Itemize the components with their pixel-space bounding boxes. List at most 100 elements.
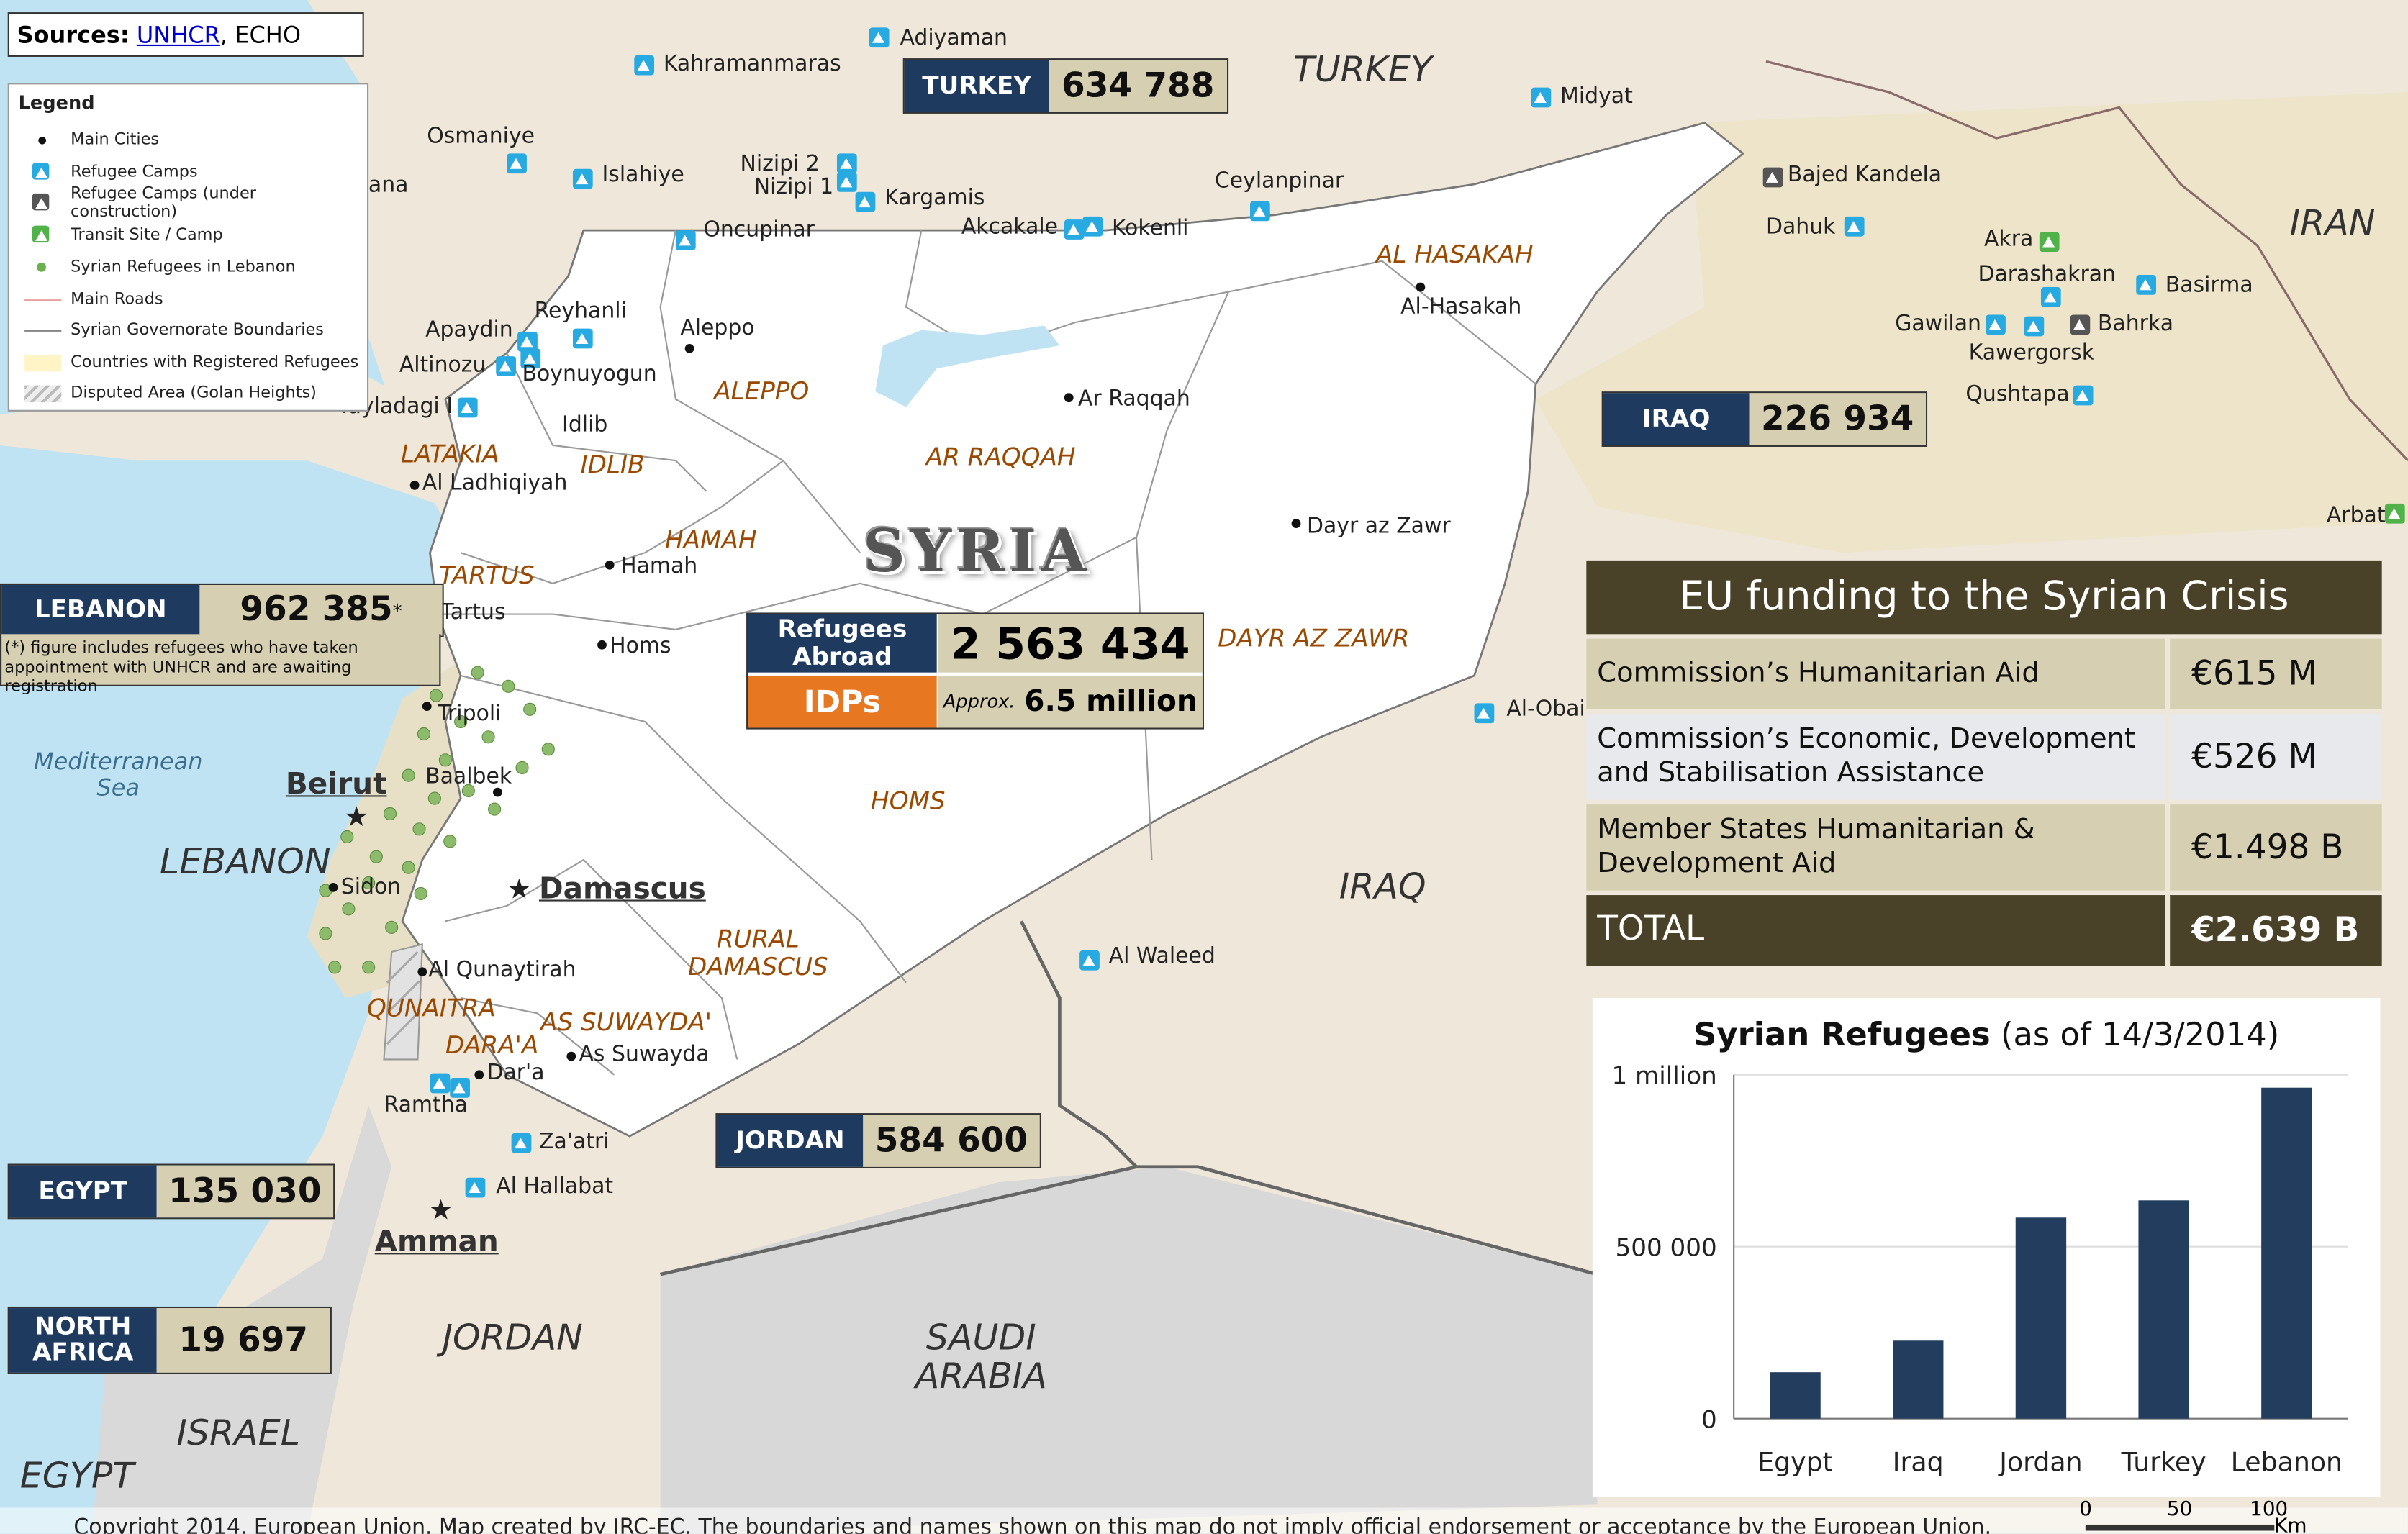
chart-subtitle: (as of 14/3/2014) bbox=[2000, 1016, 2280, 1053]
city-gawilan: Gawilan bbox=[1895, 312, 1981, 337]
country-label-iran: IRAN bbox=[2289, 204, 2376, 245]
refugee-camp-icon bbox=[2073, 385, 2094, 406]
refugee-camp-icon bbox=[1986, 314, 2006, 335]
city-ar-raqqah: Ar Raqqah bbox=[1077, 386, 1190, 412]
lebanon-refugee-box: LEBANON 962 385* bbox=[0, 583, 444, 637]
city-oncupinar: Oncupinar bbox=[703, 218, 815, 243]
city-basirma: Basirma bbox=[2165, 273, 2253, 298]
legend-label: Refugee Camps (under construction) bbox=[71, 184, 256, 222]
city-al-ladhiqiyah: Al Ladhiqiyah bbox=[422, 471, 568, 496]
city-al-hasakah: Al-Hasakah bbox=[1400, 294, 1522, 319]
refugee-camp-icon bbox=[1474, 703, 1495, 724]
refugee-camp-icon bbox=[855, 191, 876, 212]
turkey-name: TURKEY bbox=[904, 60, 1049, 112]
city-dot bbox=[409, 480, 420, 490]
syria-label: SYRIA bbox=[863, 515, 1091, 586]
legend-label: Transit Site / Camp bbox=[71, 225, 223, 245]
city-as-suwayda: As Suwayda bbox=[579, 1042, 710, 1068]
funding-row-value: €526 M bbox=[2170, 714, 2382, 800]
x-tick-label: Lebanon bbox=[2231, 1446, 2343, 1477]
camp-under-construction-icon bbox=[1762, 167, 1783, 188]
city-baalbek: Baalbek bbox=[425, 764, 512, 789]
bar-turkey bbox=[2138, 1200, 2189, 1419]
scale-bar-line bbox=[2085, 1524, 2275, 1531]
refugee-camp-icon bbox=[675, 230, 696, 250]
funding-row-label: Commission’s Economic, Development and S… bbox=[1586, 714, 2165, 800]
lebanon-value-wrap: 962 385* bbox=[199, 585, 443, 636]
city-akcakale: Akcakale bbox=[961, 214, 1059, 240]
eu-funding-table: EU funding to the Syrian Crisis Commissi… bbox=[1586, 560, 2382, 966]
idps-value: 6.5 million bbox=[1024, 684, 1198, 719]
unhcr-link[interactable]: UNHCR bbox=[136, 20, 220, 49]
city-bajed-kandela: Bajed Kandela bbox=[1787, 163, 1942, 188]
scale-tick-0: 0 bbox=[2079, 1498, 2092, 1522]
refugee-camp-icon bbox=[634, 55, 655, 76]
legend: Legend Main Cities Refugee Camps Refugee… bbox=[7, 83, 369, 412]
city-sidon: Sidon bbox=[340, 875, 402, 900]
funding-total-row: TOTAL €2.639 B bbox=[1586, 895, 2382, 966]
city-al-hallabat: Al Hallabat bbox=[496, 1174, 614, 1199]
refugee-camp-icon bbox=[517, 331, 538, 352]
jordan-value: 584 600 bbox=[863, 1115, 1040, 1167]
city-daraa: Dar'a bbox=[486, 1061, 545, 1086]
idps-value-cell: Approx. 6.5 million bbox=[938, 675, 1203, 728]
city-homs: Homs bbox=[610, 634, 671, 659]
country-label-saudi: SAUDI ARABIA bbox=[915, 1319, 1047, 1398]
city-dahuk: Dahuk bbox=[1765, 214, 1836, 240]
capital-beirut: Beirut bbox=[285, 767, 387, 802]
x-tick-label: Egypt bbox=[1757, 1446, 1833, 1477]
city-adiyaman: Adiyaman bbox=[900, 26, 1008, 51]
country-label-egypt: EGYPT bbox=[19, 1457, 135, 1497]
legend-row-registered: Countries with Registered Refugees bbox=[24, 352, 358, 373]
jordan-refugee-box: JORDAN 584 600 bbox=[715, 1113, 1041, 1168]
lebanon-name: LEBANON bbox=[1, 585, 200, 636]
city-islahiye: Islahiye bbox=[602, 163, 684, 188]
legend-row-lebanon-refugees: Syrian Refugees in Lebanon bbox=[24, 256, 296, 278]
city-tartus: Tartus bbox=[440, 600, 506, 625]
scale-tick-100: 100 bbox=[2250, 1498, 2289, 1522]
gov-tartus: TARTUS bbox=[439, 560, 535, 590]
legend-row-main-cities: Main Cities bbox=[24, 129, 159, 150]
egypt-value: 135 030 bbox=[156, 1165, 334, 1218]
city-altinozu: Altinozu bbox=[399, 353, 486, 378]
refugee-camp-icon bbox=[1531, 87, 1552, 108]
city-ramtha: Ramtha bbox=[384, 1093, 468, 1118]
gov-homs: HOMS bbox=[870, 786, 946, 816]
city-dot bbox=[597, 640, 607, 650]
turkey-refugee-box: TURKEY 634 788 bbox=[902, 58, 1229, 114]
legend-row-boundaries: Syrian Governorate Boundaries bbox=[24, 319, 324, 341]
city-dot bbox=[422, 702, 432, 711]
gov-hamah: HAMAH bbox=[664, 525, 757, 555]
city-dot bbox=[1064, 393, 1074, 403]
sources-box: Sources: UNHCR, ECHO bbox=[7, 12, 364, 57]
country-label-lebanon: LEBANON bbox=[159, 843, 331, 883]
funding-row: Commission’s Economic, Development and S… bbox=[1586, 714, 2382, 800]
city-kargamis: Kargamis bbox=[884, 186, 985, 211]
sources-rest: , ECHO bbox=[219, 20, 302, 49]
turkey-value: 634 788 bbox=[1049, 60, 1227, 112]
scale-unit: Km bbox=[2274, 1515, 2307, 1534]
camp-under-construction-icon bbox=[2070, 314, 2091, 335]
gov-daraa: DARA'A bbox=[445, 1030, 539, 1060]
refugee-camp-icon bbox=[836, 171, 857, 192]
capital-star-icon: ★ bbox=[428, 1194, 453, 1227]
yellow-swatch-icon bbox=[24, 353, 62, 372]
city-kawergorsk: Kawergorsk bbox=[1968, 340, 2095, 366]
city-dayr-az-zawr: Dayr az Zawr bbox=[1306, 514, 1451, 539]
city-dot bbox=[566, 1051, 576, 1061]
legend-row-transit: Transit Site / Camp bbox=[24, 224, 223, 246]
idps-label: IDPs bbox=[748, 675, 937, 728]
lebanon-value: 962 385 bbox=[240, 591, 393, 630]
x-tick-label: Jordan bbox=[1998, 1446, 2082, 1477]
funding-total-label: TOTAL bbox=[1586, 895, 2165, 966]
legend-label: Syrian Governorate Boundaries bbox=[71, 320, 324, 340]
bar-jordan bbox=[2015, 1217, 2067, 1419]
refugee-camp-icon bbox=[465, 1177, 486, 1198]
funding-row-label: Commission’s Humanitarian Aid bbox=[1586, 638, 2165, 709]
capital-amman: Amman bbox=[374, 1225, 499, 1259]
egypt-name: EGYPT bbox=[9, 1165, 157, 1218]
city-hamah: Hamah bbox=[620, 554, 698, 579]
legend-label: Main Roads bbox=[71, 290, 163, 309]
